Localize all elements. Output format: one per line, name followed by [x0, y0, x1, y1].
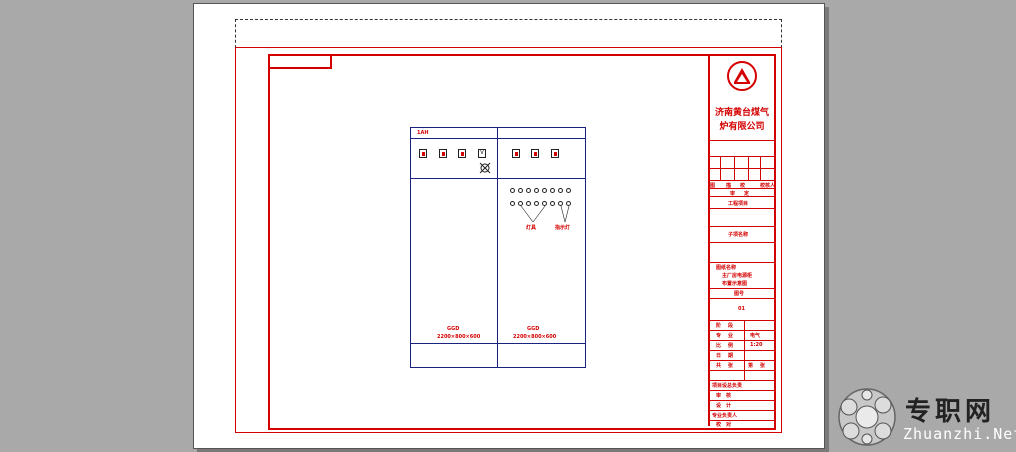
- selector-switch-icon: [479, 162, 491, 174]
- tb-field: 项目设总负责: [712, 383, 743, 389]
- meter-icon: [551, 149, 559, 158]
- tb-field: 描: [726, 183, 732, 189]
- tb-field: 校: [740, 183, 746, 189]
- meter-icon: [439, 149, 447, 158]
- tb-field: 张: [760, 363, 766, 369]
- tb-drawing-name: 布置示意图: [722, 281, 748, 287]
- tb-drawing-no: 01: [738, 306, 745, 312]
- lamp-icon: [566, 188, 571, 193]
- lamp-icon: [542, 201, 547, 206]
- inner-frame: [268, 54, 776, 430]
- tb-field: 校核人: [760, 183, 776, 189]
- lamp-icon: [526, 201, 531, 206]
- tb-field: 例: [728, 343, 734, 349]
- tb-field: 对: [726, 422, 732, 428]
- meter-icon: [531, 149, 539, 158]
- corner-tab: [268, 54, 332, 69]
- switchgear-panel: 1AH V: [410, 127, 586, 368]
- company-logo-icon: [727, 61, 757, 91]
- tb-field: 审: [716, 393, 722, 399]
- tb-field: 共: [716, 363, 722, 369]
- left-spec-dim: 2200×800×600: [437, 334, 481, 340]
- lamp-icon: [550, 188, 555, 193]
- lamp-icon: [526, 188, 531, 193]
- lamp-icon: [510, 188, 515, 193]
- tb-project: 工程项目: [728, 201, 749, 207]
- lamp-icon: [542, 188, 547, 193]
- tb-field: 计: [726, 403, 732, 409]
- tb-field: 设: [716, 403, 722, 409]
- watermark-globe-icon: [838, 388, 896, 446]
- outer-frame: [235, 47, 782, 433]
- lamp-icon: [518, 201, 523, 206]
- watermark-cn: 专职网: [905, 397, 996, 427]
- tb-drawing-name-label: 图纸名称: [716, 265, 737, 271]
- drawing-sheet: 济南黄台煤气炉有限公司 图 描 校 校核人 审 定 工程项目 子项名称 图纸名称…: [193, 3, 825, 449]
- tb-field: 定: [744, 191, 750, 197]
- lamp-icon: [518, 188, 523, 193]
- tb-field: 电气: [750, 333, 761, 339]
- right-spec-dim: 2200×800×600: [513, 334, 557, 340]
- lamp-icon: [534, 201, 539, 206]
- lamp-icon: [558, 201, 563, 206]
- right-spec-name: GGD: [527, 326, 540, 332]
- tb-field: 日: [716, 353, 722, 359]
- tb-field: 业: [728, 333, 734, 339]
- watermark: 专职网 Zhuanzhi.Net: [835, 385, 1016, 452]
- voltmeter-icon: V: [478, 149, 486, 158]
- lamp-icon: [510, 201, 515, 206]
- tb-field: 段: [728, 323, 734, 329]
- tb-field: 审: [730, 191, 736, 197]
- tb-field: 第: [748, 363, 754, 369]
- watermark-en: Zhuanzhi.Net: [903, 425, 1016, 443]
- lamp-icon: [550, 201, 555, 206]
- meter-icon: [512, 149, 520, 158]
- meter-icon: [458, 149, 466, 158]
- indicator-label: 指示灯: [555, 225, 571, 231]
- tb-drawing-name: 主厂房电源柜: [722, 273, 753, 279]
- tb-field: 张: [728, 363, 734, 369]
- lamp-icon: [558, 188, 563, 193]
- company-name: 济南黄台煤气炉有限公司: [714, 108, 769, 132]
- tb-field: 核: [726, 393, 732, 399]
- tb-field: 1:20: [750, 342, 763, 348]
- lamp-label: 灯具: [526, 225, 537, 231]
- tb-field: 图: [710, 183, 716, 189]
- tb-subitem: 子项名称: [728, 232, 749, 238]
- meter-icon: [419, 149, 427, 158]
- lamp-icon: [566, 201, 571, 206]
- left-spec-name: GGD: [447, 326, 460, 332]
- tb-field: 阶: [716, 323, 722, 329]
- tb-field: 专: [716, 333, 722, 339]
- left-header: 1AH: [417, 130, 429, 136]
- lamp-icon: [534, 188, 539, 193]
- title-block: 济南黄台煤气炉有限公司 图 描 校 校核人 审 定 工程项目 子项名称 图纸名称…: [708, 56, 776, 428]
- tb-field: 期: [728, 353, 734, 359]
- leader-lines: [520, 205, 570, 223]
- tb-drawing-no-label: 图号: [734, 291, 745, 297]
- tb-field: 比: [716, 343, 722, 349]
- dashed-margin: [235, 19, 782, 48]
- tb-field: 校: [716, 422, 722, 428]
- tb-field: 专业负责人: [712, 413, 738, 419]
